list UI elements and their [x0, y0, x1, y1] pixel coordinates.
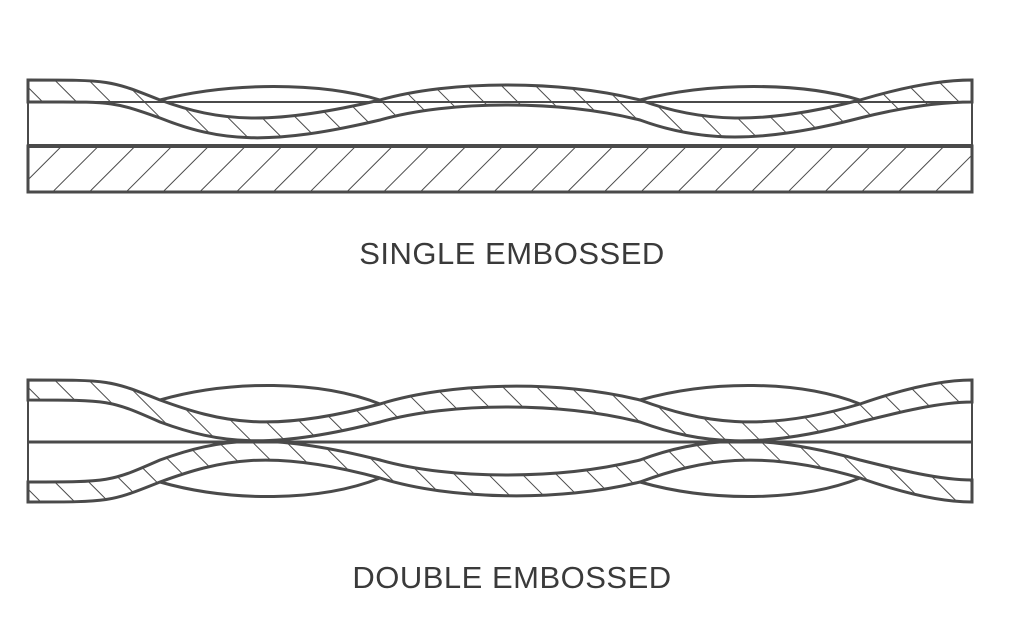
single-embossed-diagram [0, 60, 1024, 210]
embossed-ply [26, 78, 974, 140]
double-embossed-cross-section [26, 378, 974, 504]
emboss-bulge-1 [159, 85, 381, 102]
double-embossed-diagram [0, 360, 1024, 520]
top-embossed-ply [26, 378, 974, 443]
bottom-bulge-2 [639, 476, 861, 498]
top-bulge-1 [159, 384, 381, 406]
base-ply [26, 144, 974, 194]
bottom-embossed-ply [26, 439, 974, 504]
bottom-bulge-1 [159, 476, 381, 498]
single-embossed-label: SINGLE EMBOSSED [359, 236, 665, 271]
single-embossed-cross-section [26, 78, 974, 194]
emboss-bulge-2 [639, 85, 861, 102]
top-bulge-2 [639, 384, 861, 406]
double-embossed-label: DOUBLE EMBOSSED [352, 560, 672, 595]
